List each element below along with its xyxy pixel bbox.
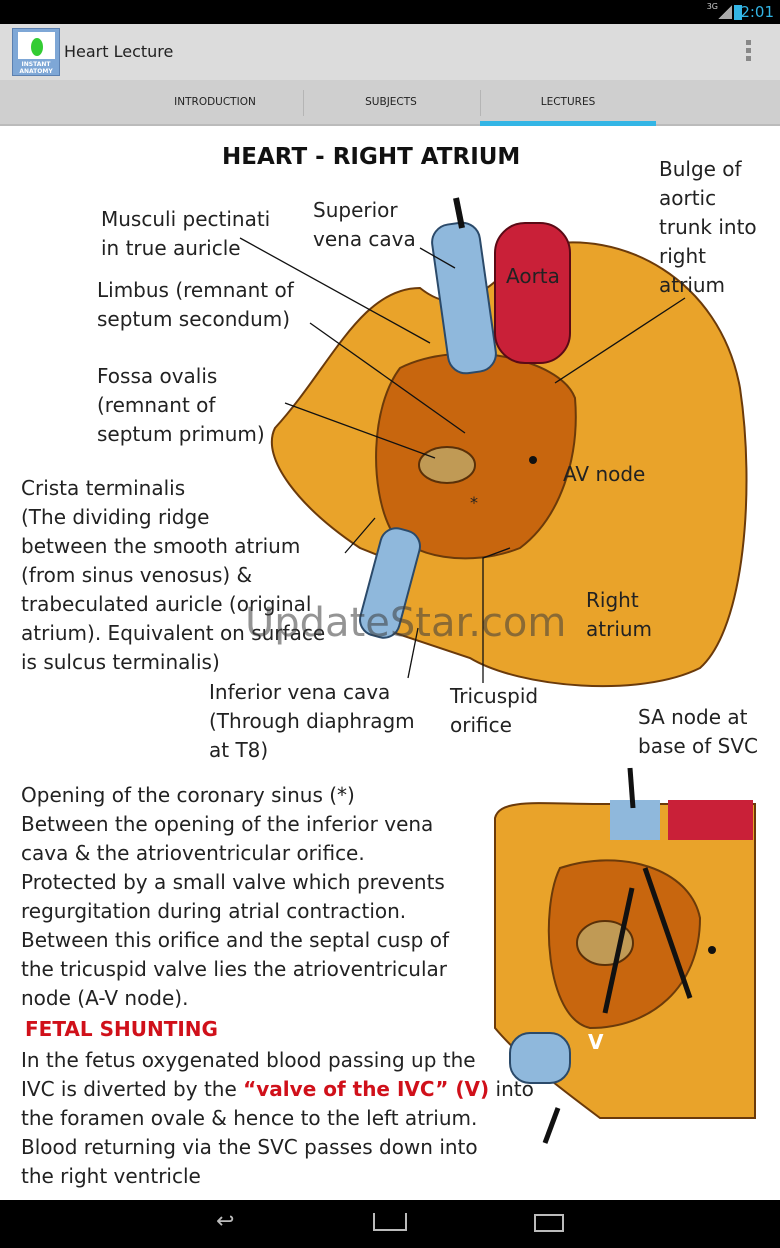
aorta [494, 222, 571, 364]
label-sa-node: SA node at base of SVC [638, 705, 759, 758]
watermark: UpdateStar.com [245, 600, 567, 646]
coronary-sinus-text: Opening of the coronary sinus (*) Betwee… [21, 783, 450, 1010]
label-crista-terminalis: Crista terminalis (The dividing ridge be… [21, 476, 326, 674]
recents-icon[interactable] [534, 1214, 564, 1232]
home-icon[interactable] [373, 1213, 407, 1231]
tab-lectures[interactable]: LECTURES [480, 80, 656, 126]
tab-divider [303, 90, 304, 116]
tab-bar: INTRODUCTION SUBJECTS LECTURES [0, 80, 780, 126]
label-right-atrium: Right atrium [586, 588, 653, 641]
label-aorta: Aorta [506, 264, 560, 288]
signal-icon [718, 5, 732, 19]
inferior-vena-cava [359, 527, 421, 639]
label-v: V [588, 1030, 604, 1054]
fetal-text-1: In the fetus oxygenated blood passing up… [21, 1048, 476, 1101]
superior-vena-cava [431, 221, 497, 375]
fetal-shunting-heading: FETAL SHUNTING [25, 1017, 218, 1041]
label-asterisk: * [470, 493, 478, 512]
status-bar: 3G 2:01 [0, 0, 780, 24]
label-inferior-vena-cava: Inferior vena cava (Through diaphragm at… [209, 680, 415, 762]
fossa-ovalis [418, 446, 476, 484]
app-icon[interactable]: INSTANT ANATOMY [12, 28, 60, 76]
overflow-menu-icon[interactable] [746, 40, 752, 64]
diagram-title: HEART - RIGHT ATRIUM [222, 144, 521, 170]
navigation-bar: ↩ [0, 1200, 780, 1248]
tab-introduction[interactable]: INTRODUCTION [174, 96, 256, 108]
fetal-text-2: into the foramen ovale & hence to the le… [21, 1077, 534, 1188]
label-bulge-aortic-trunk: Bulge of aortic trunk into right atrium [659, 157, 757, 297]
clock: 2:01 [740, 3, 774, 21]
action-bar: INSTANT ANATOMY Heart Lecture [0, 24, 780, 80]
label-fossa-ovalis: Fossa ovalis (remnant of septum primum) [97, 364, 265, 446]
network-type: 3G [706, 2, 718, 11]
tab-divider [480, 90, 481, 116]
tab-subjects[interactable]: SUBJECTS [365, 96, 417, 108]
label-tricuspid-orifice: Tricuspid orifice [450, 684, 539, 737]
label-musculi-pectinati: Musculi pectinati in true auricle [101, 207, 271, 260]
label-av-node: AV node [563, 462, 646, 486]
back-icon[interactable]: ↩ [216, 1209, 235, 1234]
battery-icon [734, 5, 742, 20]
fetal-text-highlight: “valve of the IVC” (V) [243, 1077, 490, 1101]
heart-illustration [239, 197, 756, 1144]
app-icon-text: INSTANT ANATOMY [19, 61, 53, 75]
fetal-shunting-text: In the fetus oxygenated blood passing up… [21, 1046, 534, 1191]
label-limbus: Limbus (remnant of septum secondum) [97, 278, 294, 331]
page-title: Heart Lecture [64, 42, 174, 61]
lecture-content[interactable]: HEART - RIGHT ATRIUM Musculi pectinati i… [0, 128, 780, 1200]
label-superior-vena-cava: Superior vena cava [313, 198, 416, 251]
